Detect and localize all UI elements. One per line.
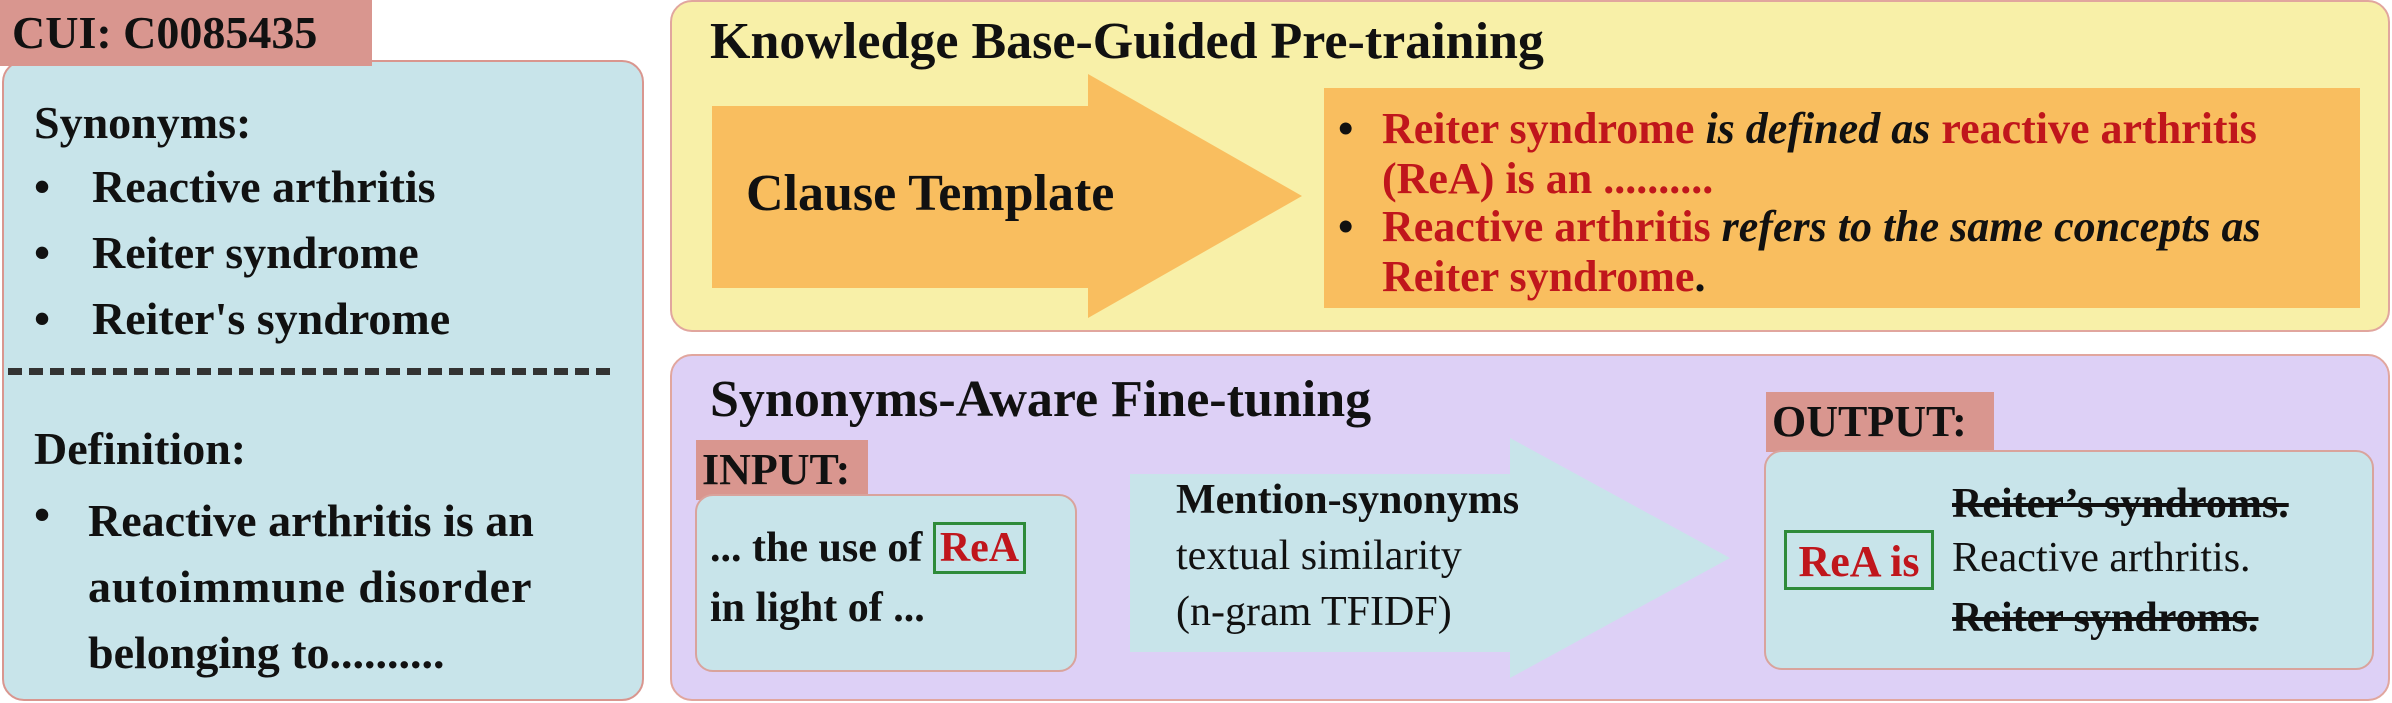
input-prefix: ... the use of bbox=[710, 525, 923, 571]
clause-term: reactive arthritis bbox=[1941, 104, 2257, 153]
clause-template-arrow bbox=[712, 74, 1302, 318]
input-line-1: ... the use of ReA bbox=[710, 522, 1027, 574]
synonym-text: Reiter's syndrome bbox=[92, 293, 451, 344]
similarity-line: Mention-synonyms bbox=[1176, 477, 1520, 523]
definition-line: belonging to.......... bbox=[88, 627, 445, 678]
input-line-2: in light of ... bbox=[710, 585, 925, 631]
definition-heading: Definition: bbox=[34, 423, 247, 474]
synonyms-heading: Synonyms: bbox=[34, 97, 252, 148]
cui-panel bbox=[2, 60, 644, 701]
definition-line: autoimmune disorder bbox=[88, 561, 533, 612]
clause-phrase: refers to the same concepts as bbox=[1710, 202, 2261, 251]
clause-template-label: Clause Template bbox=[746, 165, 1115, 222]
similarity-line: (n-gram TFIDF) bbox=[1176, 589, 1452, 635]
input-box bbox=[695, 494, 1077, 672]
pretraining-title: Knowledge Base-Guided Pre-training bbox=[710, 13, 1544, 70]
clause-term: Reiter syndrome bbox=[1382, 104, 1695, 153]
output-box bbox=[1764, 450, 2374, 670]
clause-term: Reactive arthritis bbox=[1382, 202, 1711, 251]
dashed-divider bbox=[8, 368, 610, 375]
clause-end: . bbox=[1694, 252, 1706, 301]
clause-example-1: • Reiter syndrome is defined as reactive… bbox=[1338, 104, 2348, 204]
output-mention-highlight: ReA is bbox=[1784, 530, 1934, 590]
output-option-rejected: Reiter syndroms. bbox=[1952, 595, 2259, 641]
input-mention-highlight: ReA bbox=[932, 522, 1027, 574]
similarity-arrow bbox=[1130, 438, 1730, 678]
similarity-label: Mention-synonyms textual similarity (n-g… bbox=[1176, 472, 1519, 640]
input-tag: INPUT: bbox=[696, 440, 868, 500]
clause-example-2: • Reactive arthritis refers to the same … bbox=[1338, 202, 2261, 301]
similarity-line: textual similarity bbox=[1176, 533, 1462, 579]
output-option-rejected: Reiter’s syndroms. bbox=[1952, 481, 2289, 527]
clause-continuation: (ReA) is an .......... bbox=[1382, 154, 1714, 203]
cui-tag: CUI: C0085435 bbox=[0, 0, 372, 66]
clause-examples-box bbox=[1324, 88, 2360, 308]
clause-term: Reiter syndrome bbox=[1382, 252, 1695, 301]
synonym-text: Reactive arthritis bbox=[92, 161, 436, 212]
output-tag: OUTPUT: bbox=[1766, 392, 1994, 452]
synonym-item: • Reiter syndrome bbox=[34, 227, 419, 278]
output-option-selected: Reactive arthritis. bbox=[1952, 535, 2251, 581]
synonym-item: • Reiter's syndrome bbox=[34, 293, 451, 344]
finetuning-title: Synonyms-Aware Fine-tuning bbox=[710, 371, 1372, 428]
clause-phrase: is defined as bbox=[1694, 104, 1942, 153]
synonym-text: Reiter syndrome bbox=[92, 227, 419, 278]
definition-item: • Reactive arthritis is an autoimmune di… bbox=[34, 488, 624, 686]
synonym-item: • Reactive arthritis bbox=[34, 161, 436, 212]
definition-line: Reactive arthritis is an bbox=[88, 495, 534, 546]
